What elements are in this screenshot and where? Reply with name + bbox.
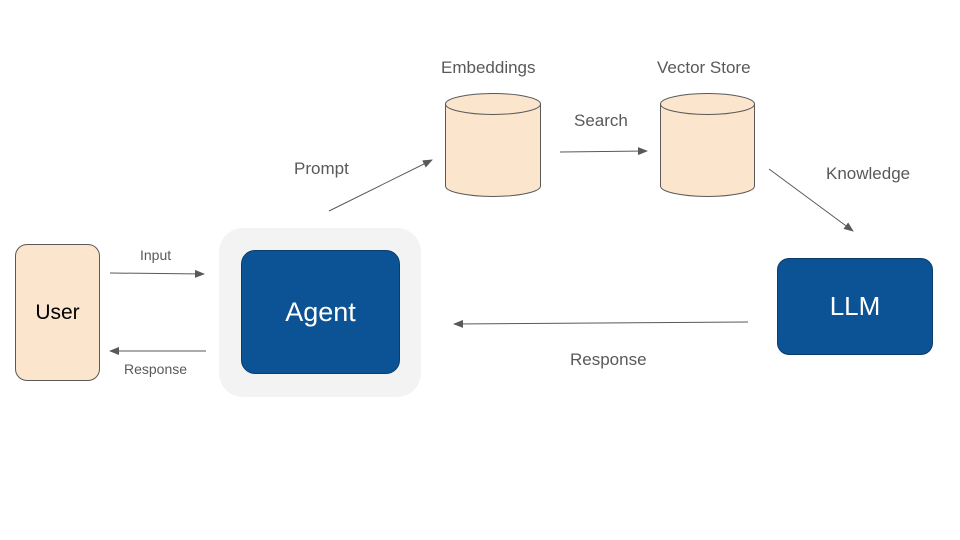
response-to-agent-arrow — [453, 319, 749, 328]
agent-label: Agent — [285, 296, 356, 327]
response-to-user-edge-label: Response — [124, 361, 188, 377]
knowledge-arrow — [768, 168, 854, 232]
prompt-edge-label: Prompt — [294, 159, 349, 178]
search-edge-label: Search — [574, 111, 628, 130]
vector-store-database-icon — [660, 93, 755, 197]
response-to-agent-edge-label: Response — [570, 350, 647, 369]
prompt-arrow — [328, 159, 433, 212]
embeddings-label: Embeddings — [441, 58, 536, 77]
vector-store-label: Vector Store — [657, 58, 751, 77]
embeddings-database-icon — [445, 93, 541, 197]
knowledge-edge-label: Knowledge — [826, 164, 911, 183]
input-edge-label: Input — [140, 247, 172, 263]
user-node: User — [15, 244, 100, 381]
input-arrow — [109, 269, 205, 278]
agent-node: Agent — [241, 250, 400, 374]
user-label: User — [35, 300, 80, 324]
llm-node: LLM — [777, 258, 933, 355]
llm-label: LLM — [829, 291, 881, 321]
search-arrow — [559, 147, 648, 156]
